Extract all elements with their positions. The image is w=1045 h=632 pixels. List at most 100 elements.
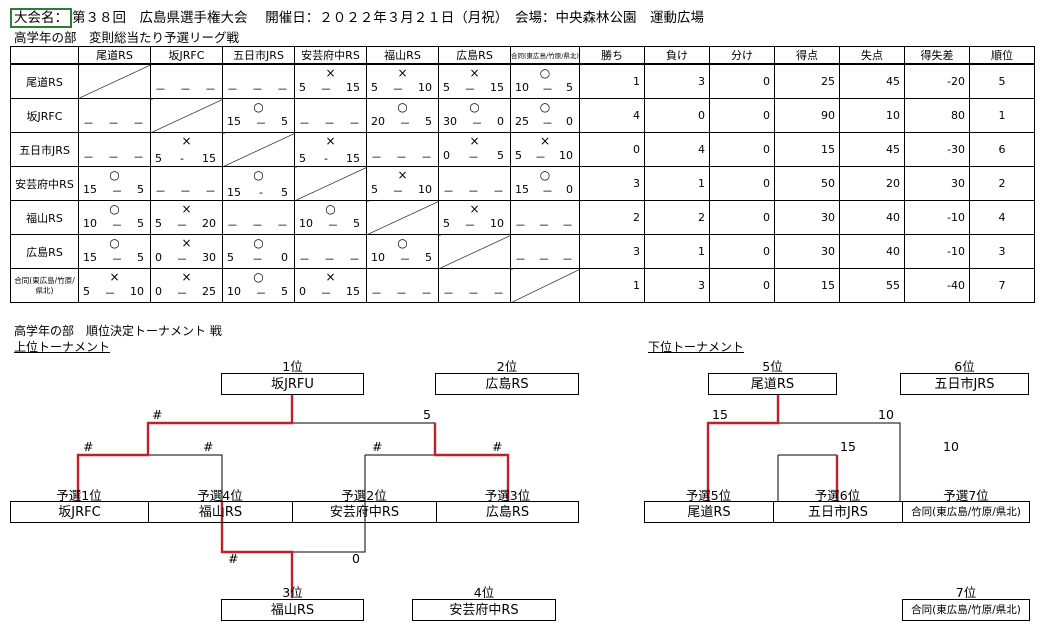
score-dash: －: [176, 287, 188, 300]
seed-team-box: 坂JRFC: [10, 501, 149, 523]
score-for: 5: [515, 149, 522, 162]
score-for: 20: [371, 115, 385, 128]
score-line: 5－10: [443, 217, 504, 233]
score-for: 5: [371, 183, 378, 196]
score-against: 0: [566, 183, 573, 196]
score-line: －－－: [227, 81, 288, 97]
rank1-label: 1位: [282, 359, 303, 374]
self-match-cell: [510, 268, 580, 303]
tournament-title: 大会名：第３８回 広島県選手権大会 開催日：２０２２年３月２１日（月祝） 会場：…: [10, 6, 705, 28]
league-header-row: 尾道RS 坂JRFC 五日市JRS 安芸府中RS 福山RS 広島RS 合同(東広…: [10, 46, 1035, 65]
score-for: 10: [371, 251, 385, 264]
rank6-label: 6位: [954, 359, 975, 374]
score-for: －: [371, 287, 382, 300]
score-dash: －: [468, 151, 479, 164]
result-mark: ○: [539, 168, 551, 182]
score-dash: －: [464, 83, 476, 96]
score-line: 15－5: [83, 251, 144, 267]
upper-bracket-label: 上位トーナメント: [14, 340, 111, 354]
score-dash: －: [252, 253, 263, 266]
tournament-section-title: 高学年の部 順位決定トーナメント 戦: [14, 324, 222, 338]
score-line: 5－0: [227, 251, 288, 267]
seed-team-box: 五日市JRS: [773, 501, 903, 523]
score-for: 25: [515, 115, 529, 128]
score-line: 5－10: [371, 81, 432, 97]
match-result-cell: ×5-15: [150, 132, 223, 167]
result-mark: ○: [109, 202, 120, 216]
score-for: 10: [227, 285, 241, 298]
score-dash: －: [252, 219, 263, 232]
score-for: 10: [515, 81, 529, 94]
stat-cell: -40: [904, 268, 970, 303]
score-dash: －: [396, 287, 407, 300]
score-dash: －: [176, 253, 188, 266]
score-against: －: [421, 151, 432, 164]
seed-label: 予選1位: [56, 488, 102, 503]
stat-cell: 3: [579, 166, 645, 201]
score-for: 0: [443, 149, 450, 162]
col-header: 福山RS: [366, 46, 439, 65]
score-line: －－－: [443, 183, 504, 199]
result-mark: ×: [325, 134, 336, 148]
match-result-cell: ○10－5: [510, 63, 580, 99]
lower-bracket-label: 下位トーナメント: [648, 340, 745, 354]
result-mark: ○: [539, 66, 551, 80]
score-against: －: [562, 219, 573, 232]
score-line: 0－30: [155, 251, 216, 267]
score-line: 10－5: [515, 81, 573, 97]
score-against: 5: [497, 149, 504, 162]
match-result-cell: ○30－0: [438, 98, 511, 133]
score-line: －－－: [299, 115, 360, 131]
seed-label: 予選5位: [685, 488, 732, 503]
score-line: 0－15: [299, 285, 360, 301]
score-line: 0 － 5: [443, 149, 504, 165]
score-for: －: [227, 219, 238, 232]
score-line: 10－5: [371, 251, 432, 267]
tournament-label: 大会名：: [10, 8, 72, 28]
score-mark: 15: [840, 439, 856, 454]
stat-header: 順位: [969, 46, 1035, 65]
result-mark: ○: [397, 100, 408, 114]
match-result-cell: ×0－5: [438, 132, 511, 167]
score-against: 5: [137, 217, 144, 230]
score-line: －－－: [299, 251, 360, 267]
result-mark: ○: [253, 270, 264, 284]
match-result-cell: ×5－10: [366, 63, 439, 99]
score-line: 10－5: [83, 217, 144, 233]
league-subtitle: 高学年の部 変則総当たり予選リーグ戦: [14, 30, 240, 45]
score-for: 5: [227, 251, 234, 264]
stat-cell: 90: [774, 98, 840, 133]
match-result-cell: －－－: [438, 166, 511, 201]
stat-cell: 40: [839, 234, 905, 269]
score-dash: －: [535, 151, 546, 164]
result-mark: ×: [325, 66, 336, 80]
match-result-cell: ○25－0: [510, 98, 580, 133]
score-line: 5－15: [299, 81, 360, 97]
tournament-title-text: 第３８回 広島県選手権大会 開催日：２０２２年３月２１日（月祝） 会場：中央森林…: [72, 10, 705, 26]
match-result-cell: ×5-15: [294, 132, 367, 167]
score-dash: －: [399, 117, 411, 130]
result-mark: ○: [253, 100, 264, 114]
score-against: 5: [137, 251, 144, 264]
self-match-cell: [78, 63, 151, 99]
score-dash: -: [324, 152, 328, 165]
score-dash: －: [399, 253, 411, 266]
score-for: 5: [371, 81, 378, 94]
stat-cell: 55: [839, 268, 905, 303]
score-for: 5: [155, 217, 162, 230]
score-against: 15: [490, 81, 504, 94]
rank5-team-box: 尾道RS: [708, 373, 837, 395]
score-against: 15: [201, 152, 216, 165]
score-line: －－－: [155, 183, 216, 199]
stat-header: 勝ち: [579, 46, 645, 65]
result-mark: ○: [469, 100, 480, 114]
score-dash: －: [392, 83, 404, 96]
score-for: －: [83, 151, 94, 164]
score-dash: －: [252, 83, 263, 96]
score-line: 15-5: [227, 186, 288, 199]
match-result-cell: ○15－5: [78, 166, 151, 201]
score-against: 15: [345, 152, 360, 165]
result-mark: ×: [539, 134, 551, 148]
stat-cell: 10: [839, 98, 905, 133]
score-dash: －: [111, 253, 123, 266]
